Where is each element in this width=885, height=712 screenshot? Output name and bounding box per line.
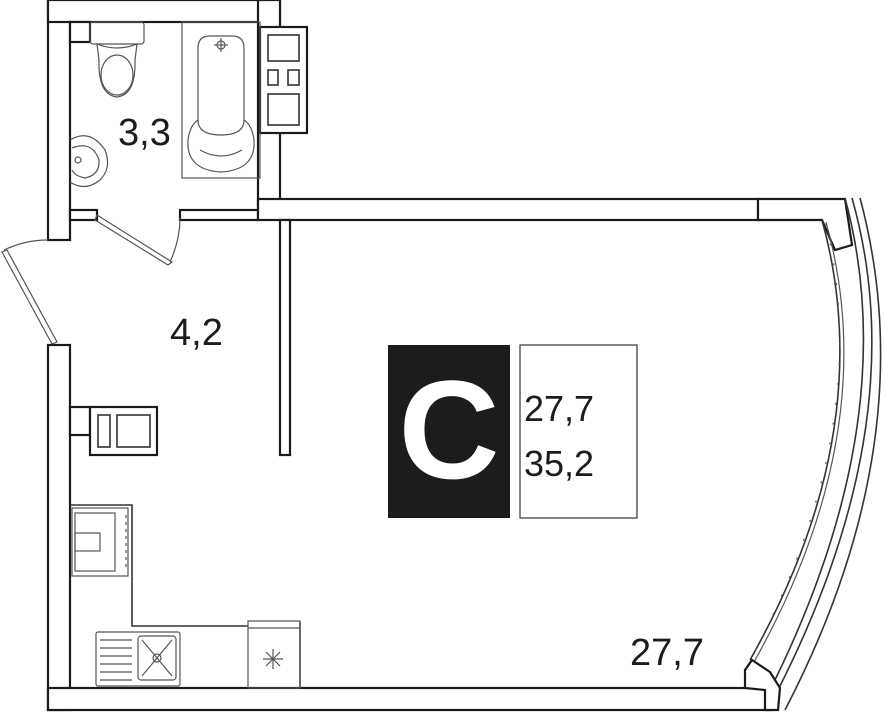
total-area-value: 35,2	[524, 443, 594, 484]
washbasin-icon	[69, 135, 109, 188]
bathroom-shelf	[258, 25, 309, 135]
bathtub-icon	[181, 21, 261, 179]
radiator-icon	[68, 405, 159, 457]
oven-icon	[71, 507, 129, 577]
living-area-value: 27,7	[524, 388, 594, 429]
room-area-label: 27,7	[630, 632, 704, 674]
curved-window-wall	[743, 197, 882, 712]
type-logo-background	[388, 345, 510, 518]
hallway-area-label: 4,2	[170, 312, 223, 354]
toilet-icon	[89, 21, 145, 98]
stove-icon	[247, 620, 301, 689]
bathroom-door	[94, 214, 181, 266]
apartment-type-badge: С 27,7 35,2	[388, 344, 638, 519]
top-wall	[256, 197, 854, 252]
kitchen-counter	[70, 504, 301, 688]
summary-box	[519, 344, 638, 519]
bottom-wall	[46, 686, 772, 712]
sink-icon	[95, 631, 181, 687]
left-wall	[46, 343, 72, 712]
partition-wall	[278, 218, 292, 457]
entry-door	[1, 239, 58, 345]
bathroom-area-label: 3,3	[118, 112, 171, 154]
type-letter: С	[398, 351, 499, 508]
